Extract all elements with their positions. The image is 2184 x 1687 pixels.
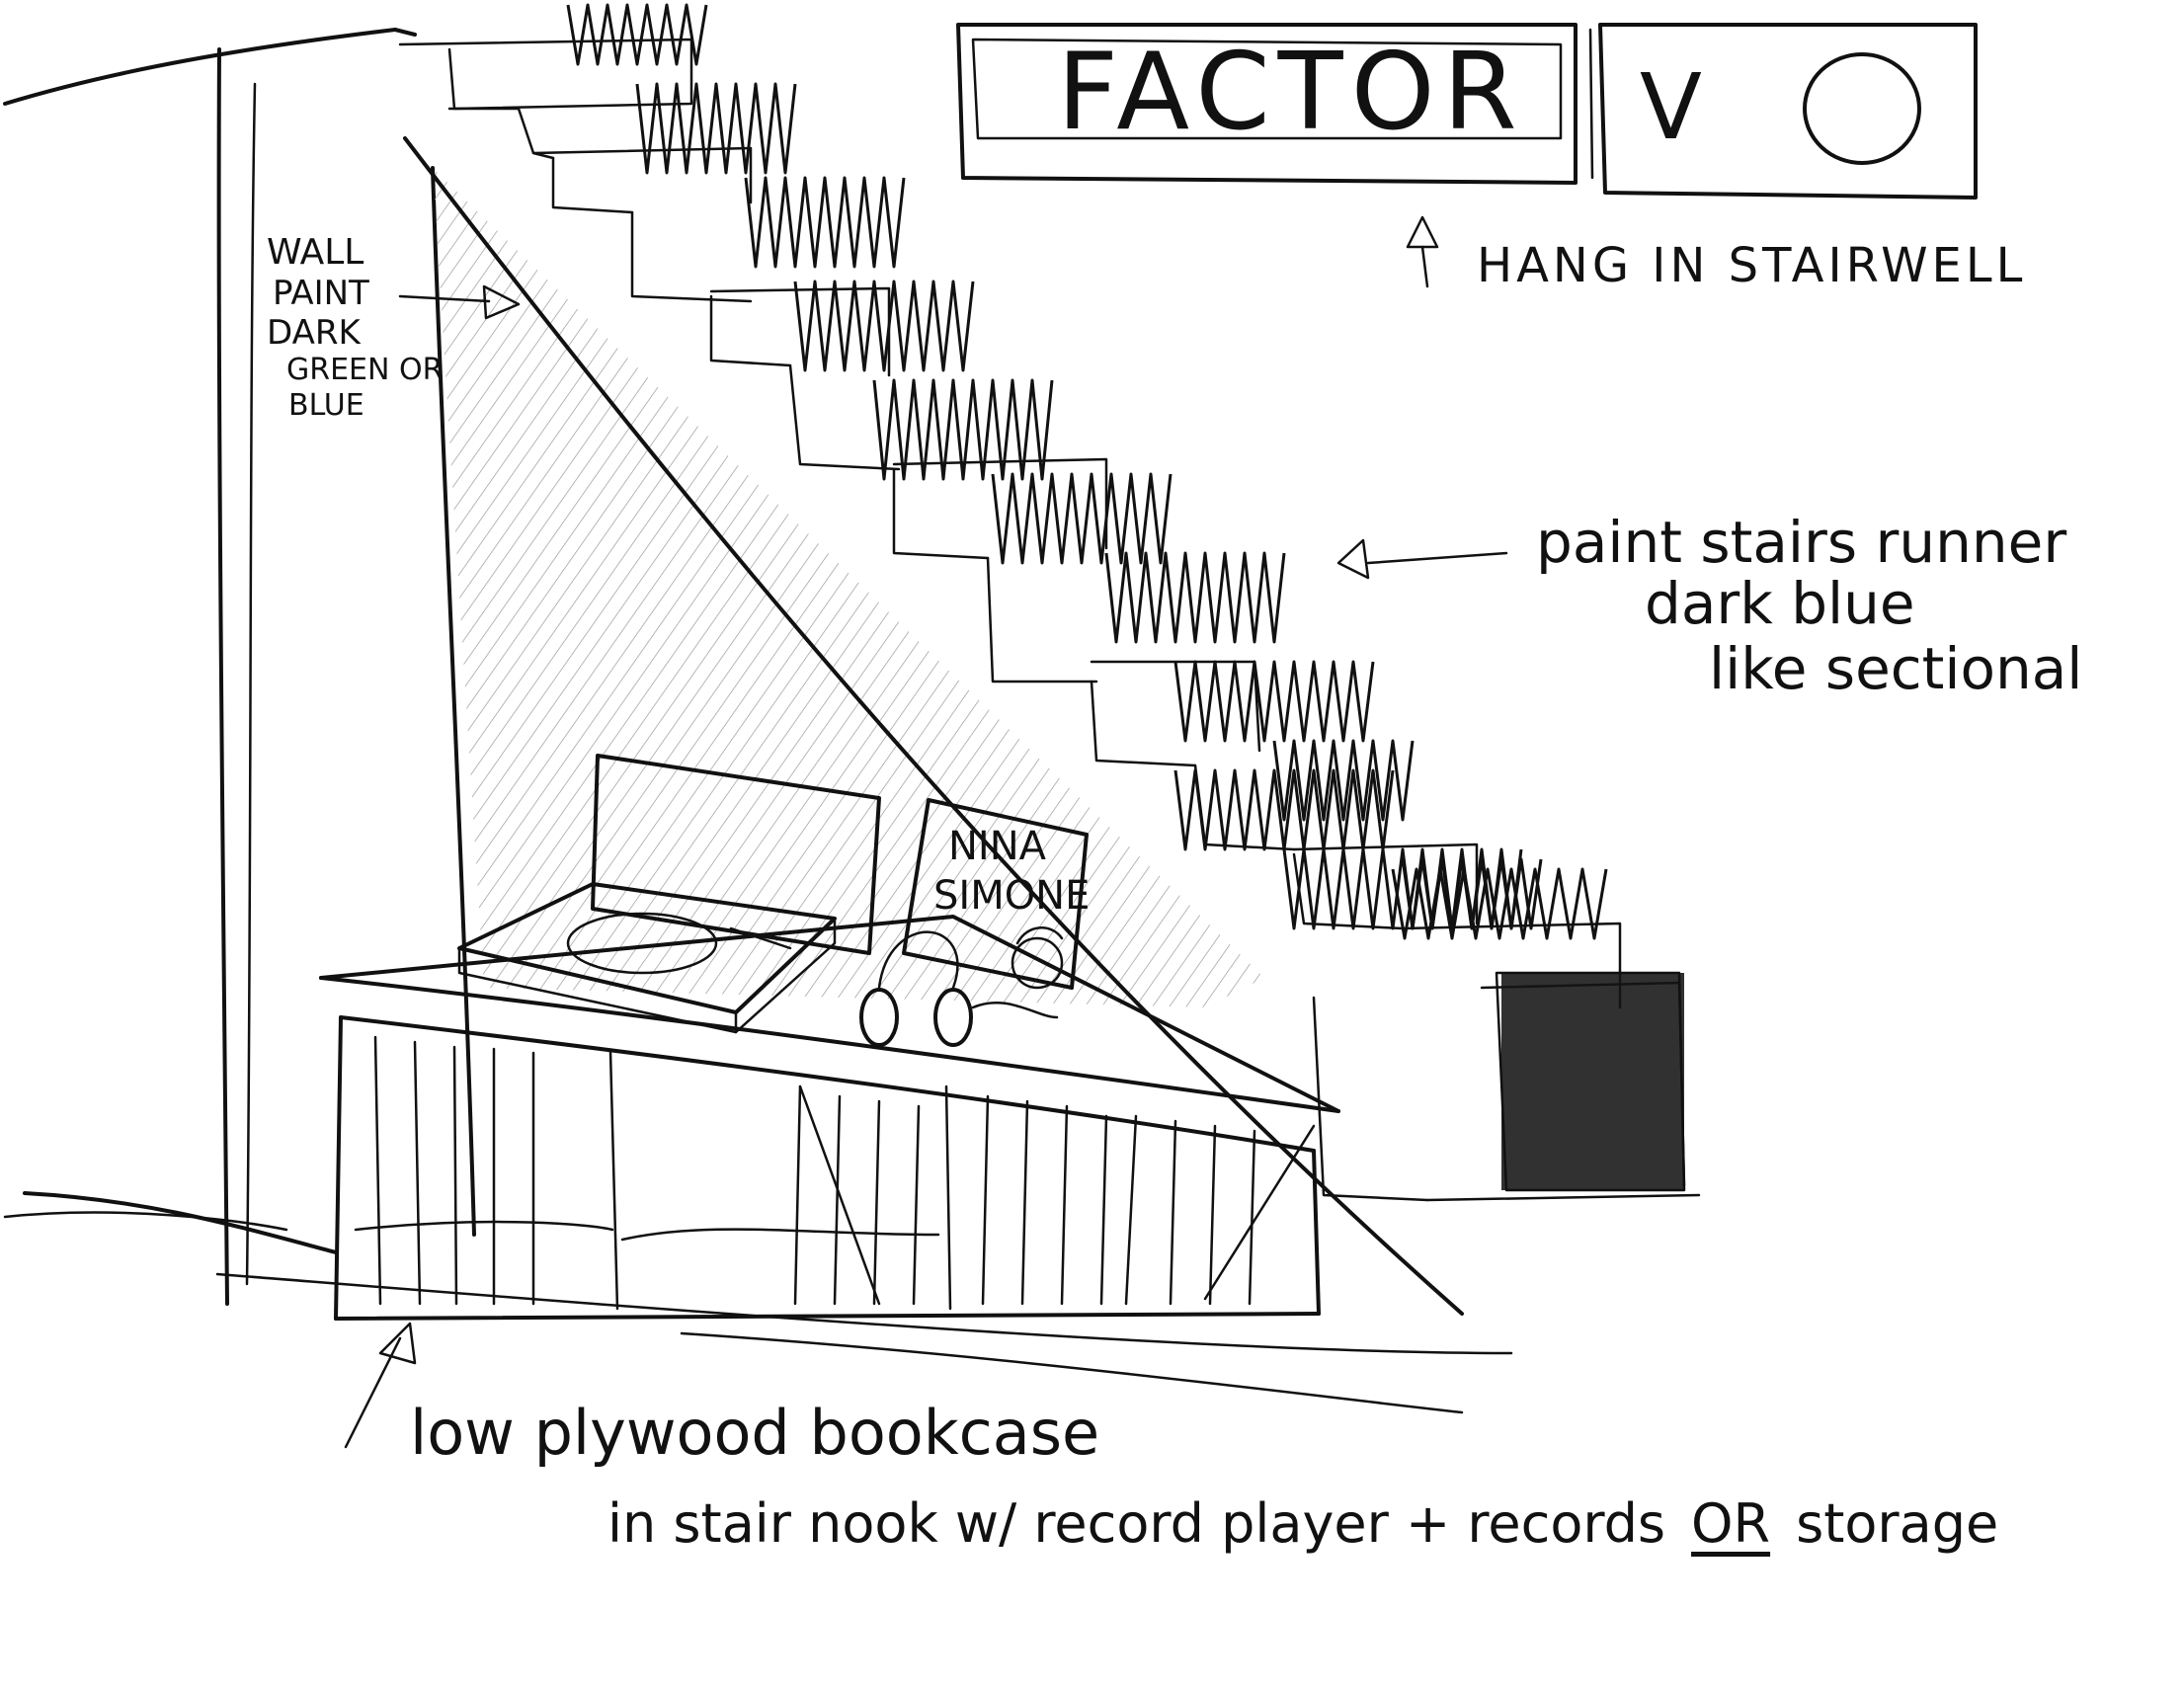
nina-simone-album: NINA SIMONE xyxy=(902,798,1090,990)
stair-stringer xyxy=(403,136,1464,1316)
record-player xyxy=(457,754,881,1034)
album-title-line2: SIMONE xyxy=(933,873,1090,919)
left-wall xyxy=(3,28,476,1306)
bookcase-note-storage: storage xyxy=(1796,1492,1999,1555)
bookcase xyxy=(215,915,1513,1414)
sign-letter: V xyxy=(1640,54,1702,160)
bookcase-note-or: OR xyxy=(1691,1492,1771,1555)
bookcase-note-line2-main: in stair nook w/ record player + records xyxy=(607,1492,1666,1555)
factor-sign: FACTOR V xyxy=(956,23,1978,288)
headphones xyxy=(859,930,1059,1047)
album-title-line1: NINA xyxy=(948,824,1047,869)
wall-note-line5: BLUE xyxy=(288,388,364,423)
wall-note-line1: WALL xyxy=(267,232,364,273)
bookcase-note-line2: in stair nook w/ record player + records… xyxy=(607,1497,1998,1551)
stairs-note-line3: like sectional xyxy=(1709,635,2083,702)
sign-circle xyxy=(1803,52,1921,165)
wall-note-line3: DARK xyxy=(267,313,361,353)
bookcase-note: low plywood bookcase in stair nook w/ re… xyxy=(410,1397,1998,1551)
wall-note-line4: GREEN OR xyxy=(286,353,444,387)
stairs-note-line2: dark blue xyxy=(1645,570,1915,637)
sign-note: HANG IN STAIRWELL xyxy=(1477,238,2027,293)
bookcase-note-line1: low plywood bookcase xyxy=(410,1397,1100,1469)
annotation-arrows xyxy=(344,284,1508,1449)
under-stair-shadow xyxy=(433,168,1264,1007)
wall-note: WALL PAINT DARK GREEN OR BLUE xyxy=(267,232,443,421)
stair-runner xyxy=(566,3,1608,940)
stairs-note-line1: paint stairs runner xyxy=(1536,509,2067,576)
stairs-note: paint stairs runner dark blue like secti… xyxy=(1536,509,2082,697)
wall-note-line2: PAINT xyxy=(273,274,369,313)
sign-word: FACTOR xyxy=(1057,31,1525,154)
dark-storage-block xyxy=(1495,971,1686,1192)
